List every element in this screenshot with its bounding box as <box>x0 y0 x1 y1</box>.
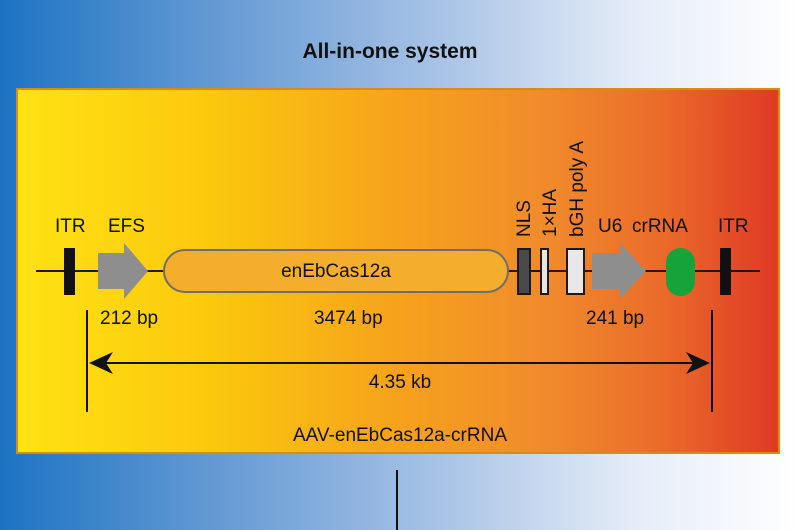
itr-right-block <box>720 248 731 295</box>
bgh-label: bGH poly A <box>567 141 588 237</box>
construct-name-label: AAV-enEbCas12a-crRNA <box>293 425 507 446</box>
itr-left-block <box>64 248 75 295</box>
ha-block <box>540 248 549 295</box>
efs-label: EFS <box>108 216 145 237</box>
cas-gene-label: enEbCas12a <box>281 261 391 282</box>
efs-size-label: 212 bp <box>100 308 158 329</box>
diagram-title: All-in-one system <box>302 40 478 63</box>
span-arrowhead-right <box>686 352 710 374</box>
cas-size-label: 3474 bp <box>314 308 383 329</box>
cas-gene-capsule <box>163 249 509 293</box>
efs-promoter-arrow <box>98 243 148 299</box>
nls-block <box>517 248 531 295</box>
nls-label: NLS <box>514 200 535 237</box>
total-size-label: 4.35 kb <box>369 372 431 393</box>
crrna-label: crRNA <box>632 216 688 237</box>
itr-left-label: ITR <box>55 216 86 237</box>
crrna-capsule <box>666 248 695 296</box>
itr-right-label: ITR <box>718 216 749 237</box>
ha-label: 1×HA <box>540 189 561 237</box>
u6-size-label: 241 bp <box>586 308 644 329</box>
span-arrowhead-left <box>89 352 113 374</box>
u6-label: U6 <box>598 216 622 237</box>
bgh-polya-block <box>566 248 585 295</box>
u6-promoter-arrow <box>592 243 646 299</box>
